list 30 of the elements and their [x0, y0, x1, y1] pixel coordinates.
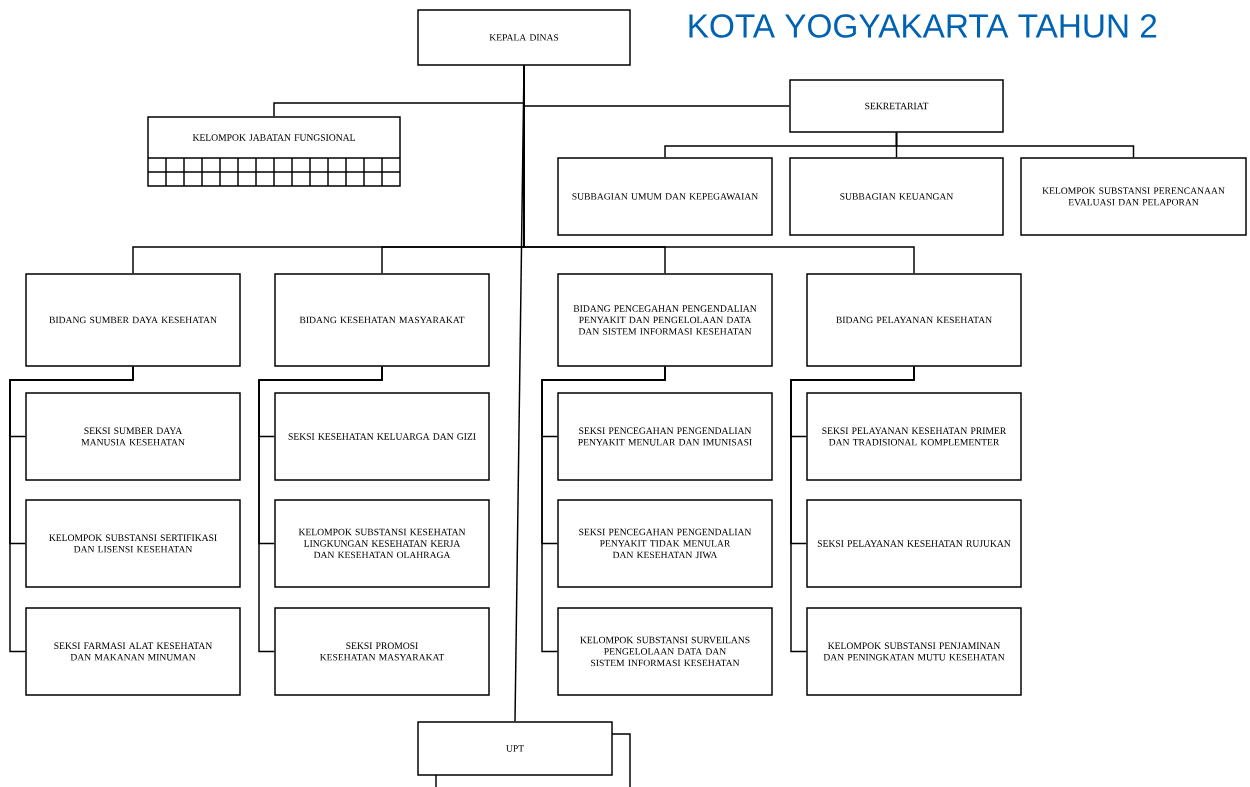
connector [9, 366, 134, 653]
section-box: BIDANG PENCEGAHAN PENGENDALIAN PENYAKIT DAN PENGELOLAAN DATA DAN SISTEM INFORMASI KESEHATAN [557, 273, 773, 367]
section-box: BIDANG SUMBER DAYA KESEHATAN [25, 273, 241, 367]
connector [258, 366, 383, 653]
section-box: KELOMPOK SUBSTANSI PERENCANAAN EVALUASI DAN PELAPORAN [1020, 157, 1247, 236]
section-box: BIDANG KESEHATAN MASYARAKAT [274, 273, 490, 367]
section-box: KELOMPOK SUBSTANSI SURVEILANS PENGELOLAAN DATA DAN SISTEM INFORMASI KESEHATAN [557, 607, 773, 696]
section-box: SEKSI PENCEGAHAN PENGENDALIAN PENYAKIT TIDAK MENULAR DAN KESEHATAN JIWA [557, 499, 773, 588]
section-box: SEKSI PROMOSI KESEHATAN MASYARAKAT [274, 607, 490, 696]
office-box: SEKRETARIAT [789, 79, 1004, 133]
section-box: SEKSI FARMASI ALAT KESEHATAN DAN MAKANAN MINUMAN [25, 607, 241, 696]
title: KOTA YOGYAKARTA TAHUN 2 [689, 14, 1157, 38]
section-box: SEKSI PENCEGAHAN PENGENDALIAN PENYAKIT MENULAR DAN IMUNISASI [557, 392, 773, 481]
section-box: SUBBAGIAN UMUM DAN KEPEGAWAIAN [557, 157, 773, 236]
connector [790, 366, 915, 653]
head-box: KEPALA DINAS [417, 9, 631, 66]
section-box: KELOMPOK SUBSTANSI SERTIFIKASI DAN LISENSI KESEHATAN [25, 499, 241, 588]
section-box: KELOMPOK SUBSTANSI KESEHATAN LINGKUNGAN KESEHATAN KERJA DAN KESEHATAN OLAHRAGA [274, 499, 490, 588]
group-box: KELOMPOK JABATAN FUNGSIONAL [147, 116, 401, 187]
section-box: SEKSI PELAYANAN KESEHATAN RUJUKAN [806, 499, 1022, 588]
connector [895, 132, 1135, 158]
unit-box: UPT [417, 721, 631, 787]
section-box: SEKSI SUMBER DAYA MANUSIA KESEHATAN [25, 392, 241, 481]
section-box: BIDANG PELAYANAN KESEHATAN [806, 273, 1022, 367]
connector [541, 366, 666, 653]
connector [514, 65, 525, 722]
section-box: SUBBAGIAN KEUANGAN [789, 157, 1004, 236]
section-box: SEKSI PELAYANAN KESEHATAN PRIMER DAN TRADISIONAL KOMPLEMENTER [806, 392, 1022, 481]
section-box: KELOMPOK SUBSTANSI PENJAMINAN DAN PENINGKATAN MUTU KESEHATAN [806, 607, 1022, 696]
section-box: SEKSI KESEHATAN KELUARGA DAN GIZI [274, 392, 490, 481]
